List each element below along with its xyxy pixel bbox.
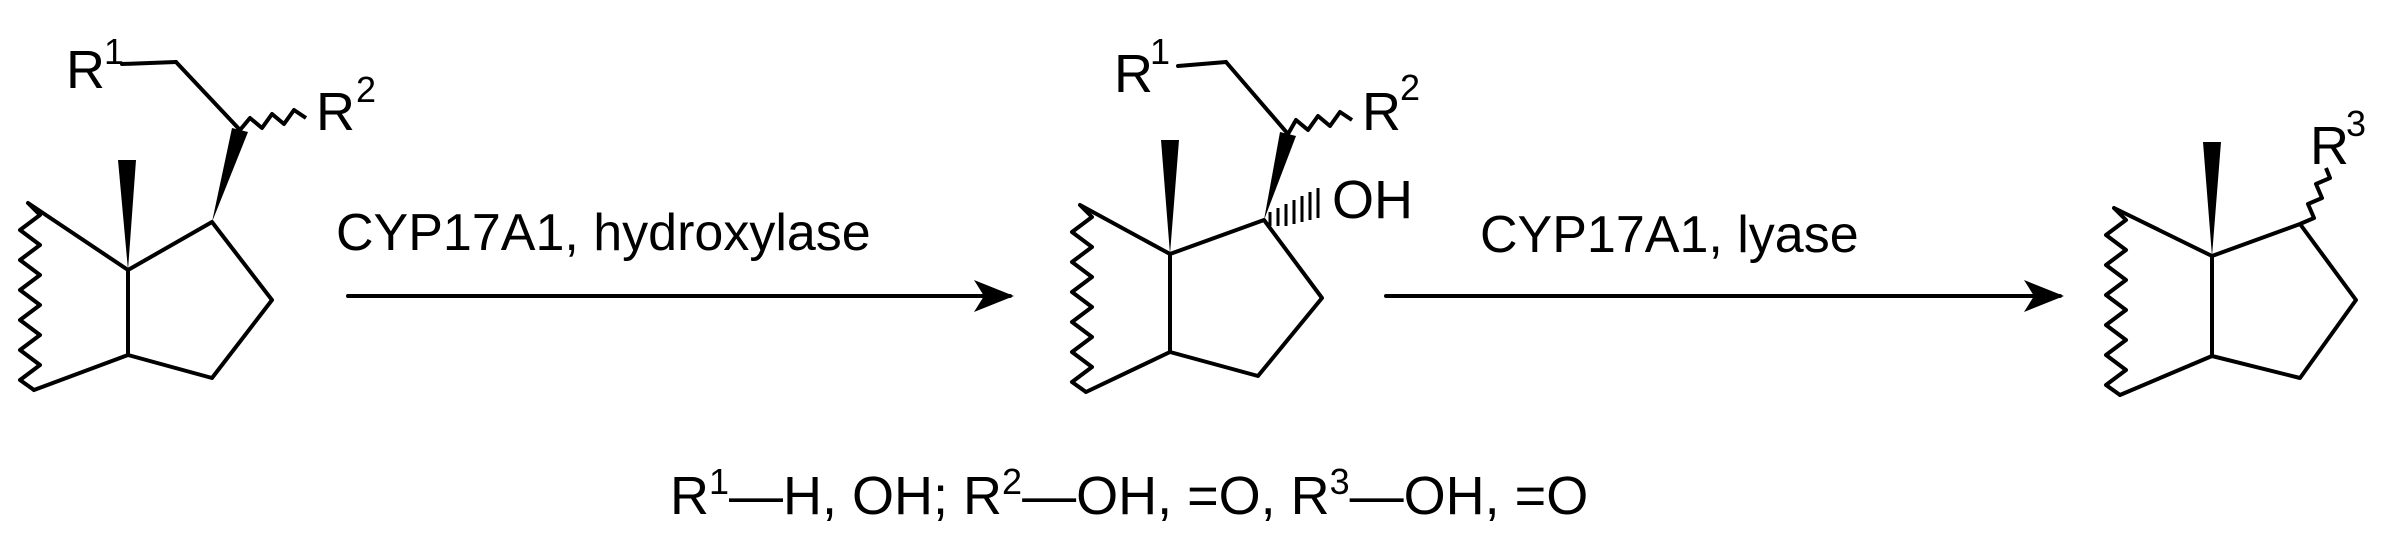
hydroxylase-label: CYP17A1, hydroxylase — [336, 204, 871, 262]
cyclopentane-ring — [1168, 218, 1324, 378]
legend-r3-superscript: 3 — [1330, 461, 1350, 502]
legend-r2-superscript: 2 — [1002, 461, 1022, 502]
r2-superscript: 2 — [356, 69, 376, 110]
substituent-legend: R1—H, OH; R2—OH, =O, R3—OH, =O — [670, 461, 1588, 526]
legend-r2-options: —OH, =O, R — [1022, 466, 1330, 526]
r3-wavy-bond — [2299, 167, 2332, 226]
substrate-molecule: R 1 R 2 — [18, 31, 376, 392]
ring-truncation-wavy-line — [1070, 203, 1094, 394]
methyl-wedge — [1161, 140, 1179, 254]
ring-truncation-wavy-line — [18, 201, 42, 392]
reaction-arrow-2: CYP17A1, lyase — [1384, 206, 2064, 312]
legend-r1-superscript: 1 — [709, 461, 729, 502]
hydroxylated-intermediate: OH R 1 R 2 — [1070, 31, 1420, 394]
legend-r1-letter: R — [670, 466, 709, 526]
hydroxyl-hash-bond — [1268, 188, 1320, 226]
cyclopentane-ring — [126, 220, 274, 380]
legend-r1-options: —H, OH; R — [729, 466, 1002, 526]
r1-label: R — [1114, 44, 1153, 104]
methyl-wedge — [118, 160, 136, 270]
r3-label: R — [2310, 116, 2349, 176]
r3-superscript: 3 — [2346, 103, 2366, 144]
cyclopentane-ring — [2210, 222, 2358, 380]
legend-r3-options: —OH, =O — [1350, 466, 1589, 526]
lyase-label: CYP17A1, lyase — [1480, 206, 1859, 264]
side-chain-wedge — [1264, 132, 1296, 220]
r1-superscript: 1 — [1150, 31, 1170, 72]
r1-superscript: 1 — [104, 31, 124, 72]
product-molecule: R 3 — [2104, 103, 2366, 397]
r2-label: R — [1362, 82, 1401, 142]
methyl-wedge — [2203, 142, 2221, 256]
r2-wavy-bond — [238, 108, 308, 132]
r2-wavy-bond — [1286, 110, 1354, 135]
side-chain-wedge — [212, 128, 248, 222]
ring-truncation-wavy-line — [2104, 206, 2128, 397]
reaction-arrow-1: CYP17A1, hydroxylase — [336, 204, 1014, 312]
r1-label: R — [66, 40, 105, 100]
r2-superscript: 2 — [1400, 67, 1420, 108]
hydroxyl-label: OH — [1332, 170, 1413, 230]
r2-label: R — [316, 82, 355, 142]
